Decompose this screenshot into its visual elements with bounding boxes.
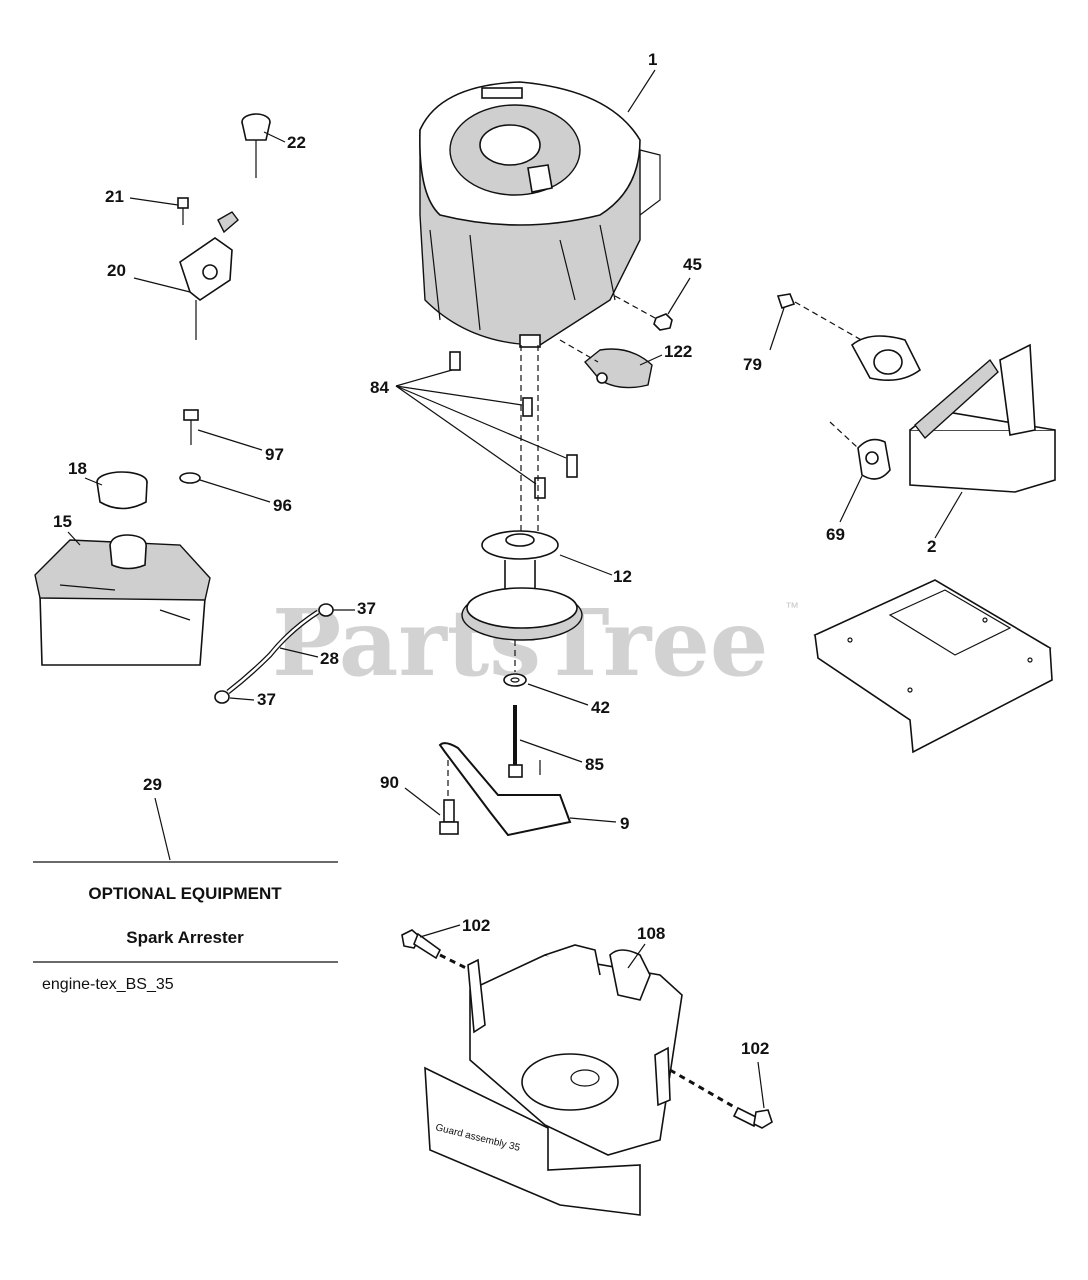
label-102-left: 102	[462, 916, 490, 935]
label-69: 69	[826, 525, 845, 544]
engine-mount-plate[interactable]	[813, 579, 1053, 754]
label-102-right: 102	[741, 1039, 769, 1058]
bolt-part-102-left[interactable]	[401, 929, 442, 960]
label-108: 108	[637, 924, 665, 943]
engine-part-1[interactable]	[419, 81, 661, 348]
label-37-bottom: 37	[257, 690, 276, 709]
label-97: 97	[265, 445, 284, 464]
choke-knob-part-22[interactable]	[241, 113, 271, 178]
spark-arrester-label: Spark Arrester	[126, 928, 244, 947]
screw-part-79[interactable]	[776, 293, 796, 310]
nut-part-45[interactable]	[653, 313, 673, 331]
watermark-trademark: ™	[785, 599, 799, 615]
label-1: 1	[648, 50, 657, 69]
label-29: 29	[143, 775, 162, 794]
clamp-part-37-bottom[interactable]	[214, 690, 230, 704]
bracket-part-9[interactable]	[438, 742, 572, 837]
bolt-part-90[interactable]	[439, 799, 459, 835]
diagram-code: engine-tex_BS_35	[42, 976, 174, 993]
label-21: 21	[105, 187, 124, 206]
label-9: 9	[620, 814, 629, 833]
bolt-part-85[interactable]	[508, 705, 523, 778]
leader-84	[395, 369, 567, 485]
clamp-part-37-top[interactable]	[318, 603, 334, 617]
label-42: 42	[591, 698, 610, 717]
label-84: 84	[370, 378, 389, 397]
label-28: 28	[320, 649, 339, 668]
shield-part-122[interactable]	[584, 348, 653, 389]
bolt-part-102-right[interactable]	[732, 1106, 773, 1129]
gasket-part-69[interactable]	[857, 438, 891, 480]
label-122: 122	[664, 342, 692, 361]
washer-part-42[interactable]	[503, 673, 527, 687]
label-90: 90	[380, 773, 399, 792]
screw-part-21[interactable]	[177, 197, 189, 225]
guard-part-108[interactable]: Guard assembly 35	[424, 944, 683, 1216]
throttle-control-part-20[interactable]	[179, 211, 239, 340]
label-20: 20	[107, 261, 126, 280]
fuel-line-part-28[interactable]	[226, 609, 320, 694]
label-37-top: 37	[357, 599, 376, 618]
label-2: 2	[927, 537, 936, 556]
screw-part-97[interactable]	[183, 409, 199, 445]
label-85: 85	[585, 755, 604, 774]
fuel-cap-part-18[interactable]	[96, 471, 148, 510]
label-18: 18	[68, 459, 87, 478]
label-96: 96	[273, 496, 292, 515]
label-15: 15	[53, 512, 72, 531]
muffler-part-2[interactable]	[850, 335, 1056, 493]
bolts-part-84[interactable]	[449, 351, 578, 499]
washer-part-96[interactable]	[179, 472, 201, 484]
optional-equipment-heading: OPTIONAL EQUIPMENT	[88, 884, 282, 903]
label-22: 22	[287, 133, 306, 152]
label-45: 45	[683, 255, 702, 274]
label-12: 12	[613, 567, 632, 586]
fuel-tank-part-15[interactable]	[34, 534, 211, 666]
label-79: 79	[743, 355, 762, 374]
pulley-part-12[interactable]	[461, 530, 583, 641]
